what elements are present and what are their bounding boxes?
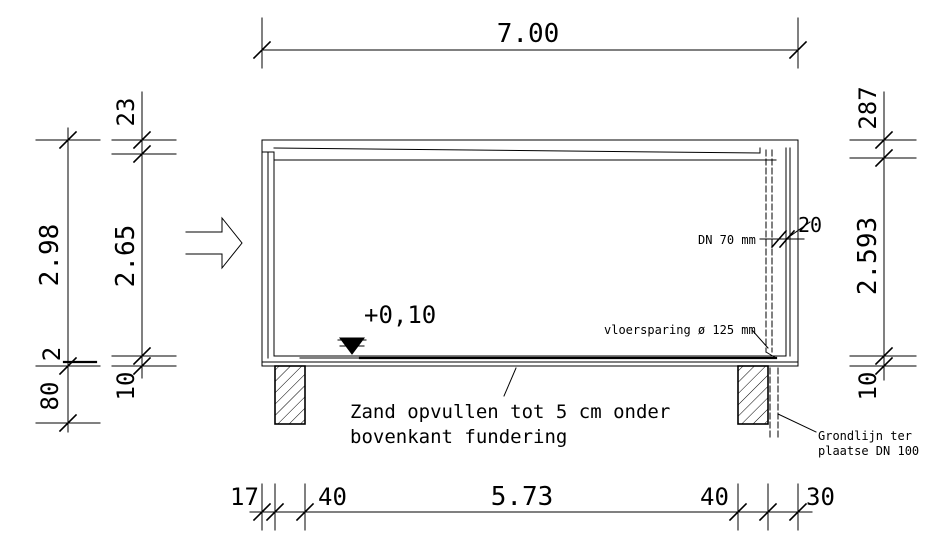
dim-inner-floor: 10 [112, 372, 140, 401]
level-label: +0,10 [364, 301, 436, 329]
left-outer-dimension: 2.98 2 80 [35, 127, 101, 433]
dim-inner-height: 2.65 [111, 225, 141, 288]
dim-right-top: 287 [854, 86, 882, 129]
left-inner-dimension: 23 2.65 10 [111, 91, 177, 401]
foundation-left [274, 365, 306, 425]
dim-bottom-right-edge: 30 [806, 483, 835, 511]
opening-note: vloersparing ø 125 mm [604, 323, 769, 349]
dim-bottom-span: 5.73 [491, 482, 554, 512]
dim-inner-top: 23 [112, 98, 140, 127]
dim-bottom-left-wall: 40 [318, 483, 347, 511]
dim-left-foundation: 80 [36, 382, 64, 411]
dim-bottom-left-edge: 17 [230, 483, 259, 511]
dim-right-floor: 10 [854, 372, 882, 401]
top-dimension: 7.00 [252, 17, 808, 69]
foundation-right [737, 365, 769, 425]
building-section [261, 139, 799, 439]
bottom-dimension: 17 40 5.73 40 30 [230, 482, 835, 531]
ground-note: Grondlijn ter plaatse DN 100 [777, 413, 919, 458]
dim-bottom-right-wall: 40 [700, 483, 729, 511]
dim-left-small: 2 [38, 347, 66, 361]
ground-note-line2: plaatse DN 100 [818, 444, 919, 458]
direction-arrow [185, 216, 243, 270]
ground-note-line1: Grondlijn ter [818, 429, 912, 443]
sand-note: Zand opvullen tot 5 cm onder bovenkant f… [350, 367, 670, 448]
dim-right-height: 2.593 [853, 217, 883, 295]
dim-total-width: 7.00 [497, 19, 560, 49]
dim-pipe-offset: 20 [798, 213, 822, 237]
pipe-label: DN 70 mm [698, 233, 756, 247]
sand-note-line1: Zand opvullen tot 5 cm onder [350, 401, 670, 423]
opening-label: vloersparing ø 125 mm [604, 323, 756, 337]
dim-left-total: 2.98 [35, 224, 65, 287]
level-marker: +0,10 [337, 301, 436, 355]
pipe-note: DN 70 mm 20 [698, 213, 822, 249]
right-dimension: 287 2.593 10 [849, 86, 917, 401]
sand-note-line2: bovenkant fundering [350, 426, 567, 448]
